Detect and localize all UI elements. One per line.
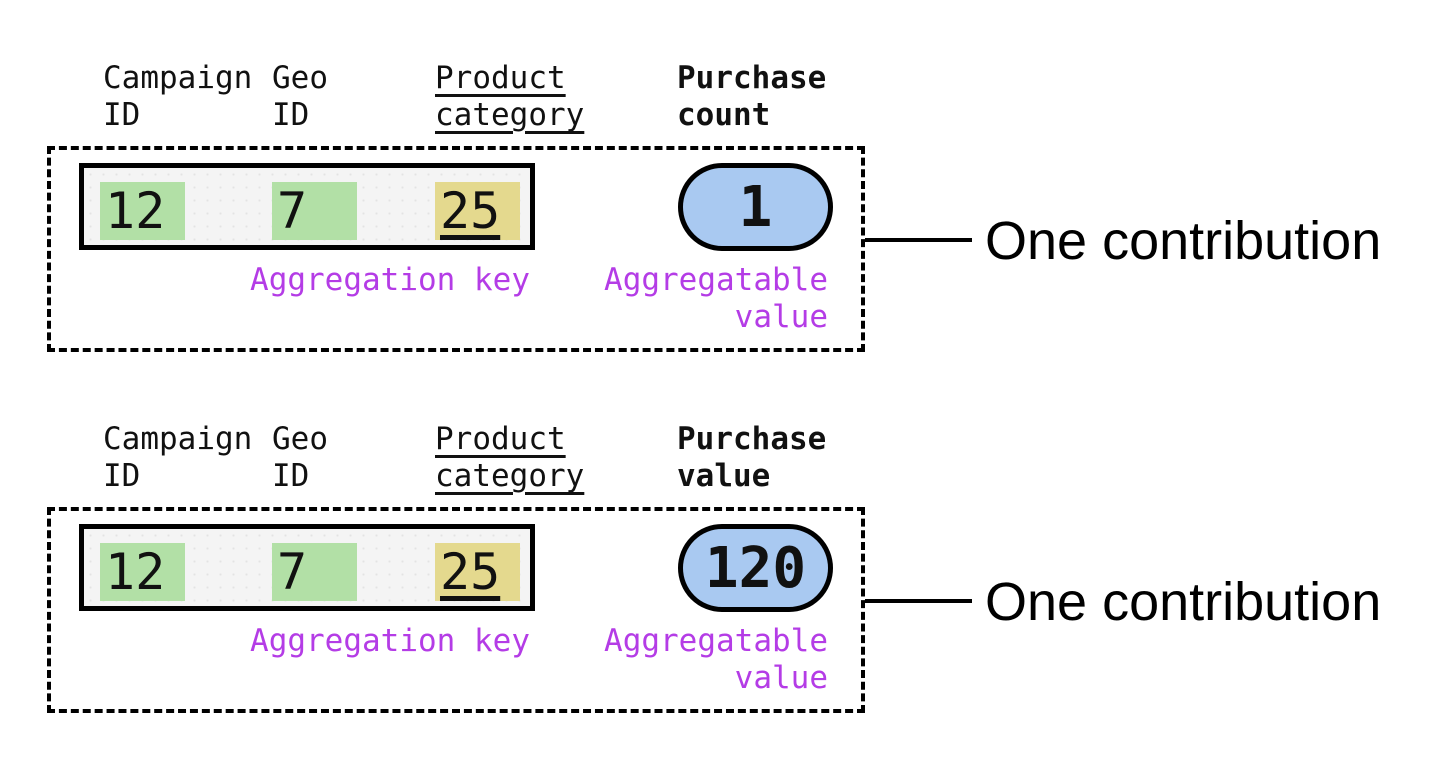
header-line: Campaign bbox=[103, 60, 253, 96]
contribution-example-count: Campaign ID Geo ID Product category Purc… bbox=[0, 0, 1442, 360]
aggregatable-value-label-line: value bbox=[734, 299, 828, 335]
header-line: Purchase bbox=[677, 60, 827, 96]
column-header-product-category: Product category bbox=[435, 421, 584, 495]
column-header-product-category: Product category bbox=[435, 60, 584, 134]
column-header-purchase-count: Purchase count bbox=[677, 60, 826, 134]
header-line: category bbox=[435, 458, 585, 494]
contribution-boundary bbox=[47, 507, 865, 713]
header-line: Product bbox=[435, 421, 566, 457]
header-line: Purchase bbox=[677, 421, 827, 457]
header-line: Product bbox=[435, 60, 566, 96]
connector-line bbox=[865, 599, 972, 603]
column-header-campaign-id: Campaign ID bbox=[103, 421, 252, 495]
contribution-boundary bbox=[47, 146, 865, 352]
header-line: Geo bbox=[272, 421, 328, 457]
header-line: ID bbox=[103, 458, 141, 494]
header-line: ID bbox=[272, 97, 310, 133]
header-line: count bbox=[677, 97, 771, 133]
geo-id-cell: 7 bbox=[272, 543, 357, 601]
header-line: ID bbox=[272, 458, 310, 494]
header-line: ID bbox=[103, 97, 141, 133]
column-header-geo-id: Geo ID bbox=[272, 421, 328, 495]
one-contribution-label: One contribution bbox=[985, 211, 1382, 271]
aggregatable-value-label-line: Aggregatable bbox=[604, 623, 828, 659]
connector-line bbox=[865, 238, 972, 242]
header-line: Campaign bbox=[103, 421, 253, 457]
aggregatable-value-label: Aggregatable value bbox=[588, 262, 828, 336]
campaign-id-cell: 12 bbox=[100, 182, 185, 240]
one-contribution-label: One contribution bbox=[985, 572, 1382, 632]
campaign-id-cell: 12 bbox=[100, 543, 185, 601]
aggregatable-value-label: Aggregatable value bbox=[588, 623, 828, 697]
aggregatable-value-pill: 120 bbox=[678, 524, 833, 612]
event-record: 12 7 25 bbox=[79, 163, 535, 250]
product-category-cell: 25 bbox=[435, 543, 520, 601]
aggregatable-value-label-line: Aggregatable bbox=[604, 262, 828, 298]
header-line: Geo bbox=[272, 60, 328, 96]
column-header-purchase-value: Purchase value bbox=[677, 421, 826, 495]
header-line: value bbox=[677, 458, 771, 494]
product-category-cell: 25 bbox=[435, 182, 520, 240]
contribution-example-value: Campaign ID Geo ID Product category Purc… bbox=[0, 361, 1442, 721]
aggregation-key-label: Aggregation key bbox=[250, 262, 530, 298]
aggregatable-value-pill: 1 bbox=[678, 163, 833, 251]
column-header-campaign-id: Campaign ID bbox=[103, 60, 252, 134]
geo-id-cell: 7 bbox=[272, 182, 357, 240]
column-header-geo-id: Geo ID bbox=[272, 60, 328, 134]
header-line: category bbox=[435, 97, 585, 133]
aggregation-key-label: Aggregation key bbox=[250, 623, 530, 659]
event-record: 12 7 25 bbox=[79, 524, 535, 611]
aggregatable-value-label-line: value bbox=[734, 660, 828, 696]
